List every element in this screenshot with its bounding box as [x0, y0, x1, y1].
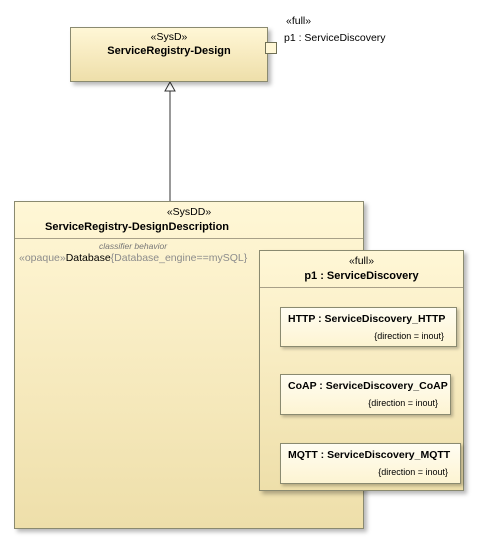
interface-direction: {direction = inout} [368, 398, 438, 408]
interface-part-mqtt[interactable]: MQTT : ServiceDiscovery_MQTT {direction … [280, 443, 461, 484]
behavior-name: Database [65, 252, 111, 264]
sysd-block[interactable]: «SysD» ServiceRegistry-Design [70, 27, 268, 82]
interface-part-coap[interactable]: CoAP : ServiceDiscovery_CoAP {direction … [280, 374, 451, 415]
port-part-stereotype: «full» [348, 255, 375, 267]
behavior-constraint: {Database_engine==mySQL} [110, 252, 248, 264]
port-label: p1 : ServiceDiscovery [284, 32, 386, 44]
classifier-behavior[interactable]: «opaque»Database{Database_engine==mySQL} [19, 252, 247, 264]
port-square[interactable] [265, 42, 277, 54]
sysdd-stereotype: «SysDD» [166, 206, 212, 218]
classifier-behavior-caption: classifier behavior [99, 241, 168, 251]
interface-name: CoAP : ServiceDiscovery_CoAP [288, 380, 448, 392]
interface-name: HTTP : ServiceDiscovery_HTTP [288, 313, 446, 325]
interface-direction: {direction = inout} [374, 331, 444, 341]
port-part-divider [260, 287, 463, 288]
sysd-stereotype: «SysD» [150, 31, 188, 43]
interface-part-http[interactable]: HTTP : ServiceDiscovery_HTTP {direction … [280, 307, 457, 347]
interface-name: MQTT : ServiceDiscovery_MQTT [288, 449, 451, 461]
interface-direction: {direction = inout} [378, 467, 448, 477]
sysdd-block-name: ServiceRegistry-DesignDescription [45, 221, 230, 233]
port-part-name: p1 : ServiceDiscovery [304, 270, 419, 282]
behavior-stereotype: «opaque» [19, 252, 66, 264]
sysd-block-name: ServiceRegistry-Design [107, 45, 231, 57]
sysdd-compartment-divider [15, 238, 363, 239]
port-part-block[interactable]: «full» p1 : ServiceDiscovery HTTP : Serv… [259, 250, 464, 491]
port-stereotype: «full» [286, 15, 312, 27]
